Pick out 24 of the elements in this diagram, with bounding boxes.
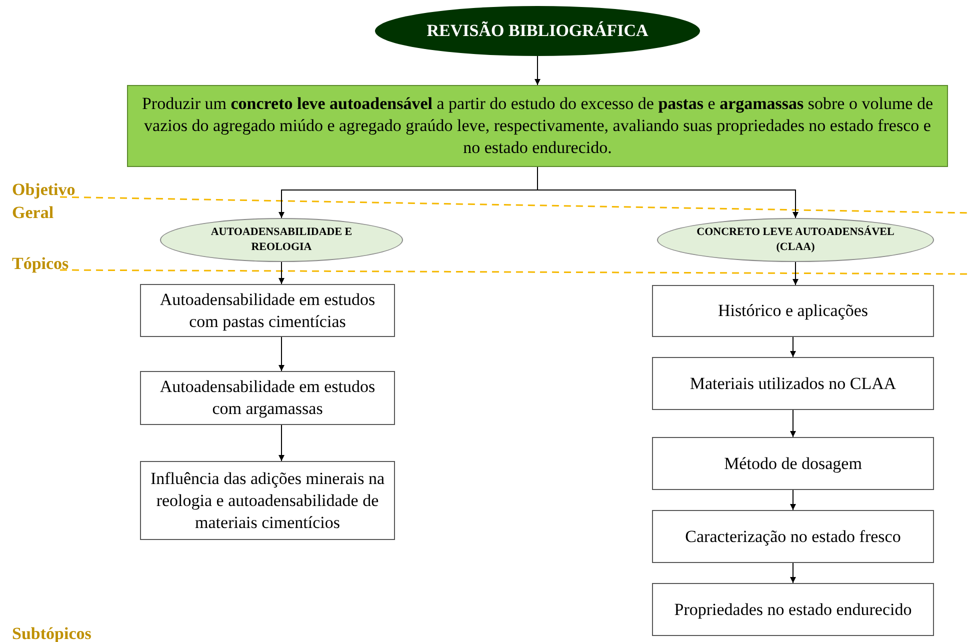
- topic-ellipse: CONCRETO LEVE AUTOADENSÁVEL (CLAA): [657, 218, 934, 262]
- subtopic-box: Histórico e aplicações: [652, 285, 934, 337]
- arrow: [534, 56, 540, 86]
- goal-box: Produzir um concreto leve autoadensável a partir do estudo do excesso de pastas e argamassas sobre o volume de vazios do agregado miúdo e agregado graúdo leve, respectivamente, avaliando suas propriedades no estado fresco e no estado endurecido.: [127, 85, 948, 167]
- arrow: [278, 262, 284, 284]
- arrow: [278, 424, 284, 462]
- arrow: [790, 490, 796, 510]
- arrow: [790, 336, 796, 358]
- subtopic-box: Propriedades no estado endurecido: [652, 583, 934, 636]
- arrow: [790, 562, 796, 584]
- title-ellipse: REVISÃO BIBLIOGRÁFICA: [375, 6, 700, 56]
- section-label: Tópicos: [12, 253, 70, 275]
- section-label: Objetivo Geral: [12, 179, 76, 224]
- arrow: [278, 336, 284, 372]
- topic-ellipse: AUTOADENSABILIDADE E REOLOGIA: [160, 218, 403, 262]
- arrow: [792, 262, 798, 286]
- subtopic-box: Autoadensabilidade em estudos com pastas cimentícias: [140, 284, 395, 337]
- subtopic-box: Influência das adições minerais na reologia e autoadensabilidade de materiais cimentícios: [140, 461, 395, 540]
- subtopic-box: Método de dosagem: [652, 437, 934, 490]
- arrow: [537, 166, 798, 218]
- subtopic-box: Caracterização no estado fresco: [652, 510, 934, 563]
- subtopic-box: Autoadensabilidade em estudos com argamassas: [140, 371, 395, 425]
- arrow: [790, 410, 796, 438]
- subtopic-box: Materiais utilizados no CLAA: [652, 357, 934, 410]
